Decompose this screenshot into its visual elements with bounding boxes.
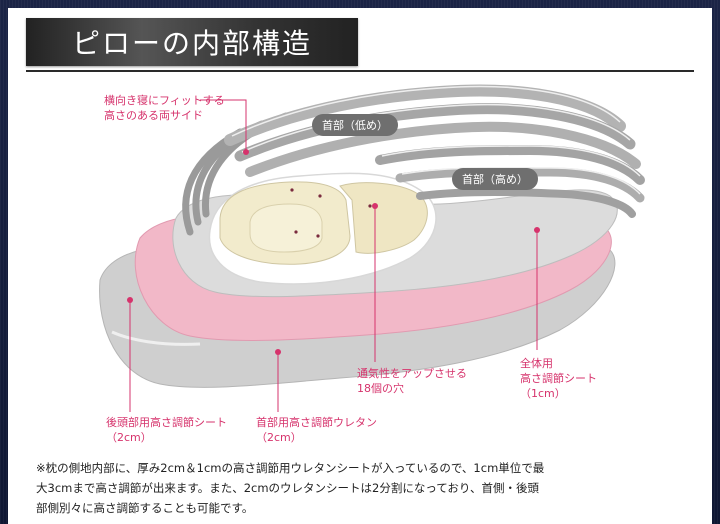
page-title: ピローの内部構造 bbox=[71, 27, 312, 60]
back-label-line1: 後頭部用高さ調節シート bbox=[106, 416, 227, 429]
leader-dots bbox=[127, 149, 540, 355]
side-label-line2: 高さのある両サイド bbox=[104, 109, 203, 122]
overall-label-line3: （1cm） bbox=[520, 387, 566, 400]
back-sheet-label: 後頭部用高さ調節シート （2cm） bbox=[106, 415, 227, 445]
neck-foam-label-line1: 首部用高さ調節ウレタン bbox=[256, 416, 377, 429]
back-label-line2: （2cm） bbox=[106, 431, 152, 444]
side-label-line1: 横向き寝にフィットする bbox=[104, 94, 225, 107]
overall-sheet-label: 全体用 高さ調節シート （1cm） bbox=[520, 356, 597, 401]
neck-foam-label-line2: （2cm） bbox=[256, 431, 302, 444]
neck-high-badge: 首部（高め） bbox=[452, 168, 538, 190]
urethane-foam-core bbox=[219, 181, 428, 265]
top-ribs bbox=[224, 84, 645, 218]
footnote-line1: ※枕の側地内部に、厚み2cm＆1cmの高さ調節用ウレタンシートが入っているので、… bbox=[36, 461, 545, 475]
holes-label: 通気性をアップさせる 18個の穴 bbox=[357, 366, 467, 396]
side-label: 横向き寝にフィットする 高さのある両サイド bbox=[104, 93, 225, 123]
overall-label-line1: 全体用 bbox=[520, 357, 553, 370]
neck-low-badge: 首部（低め） bbox=[312, 114, 398, 136]
footnote: ※枕の側地内部に、厚み2cm＆1cmの高さ調節用ウレタンシートが入っているので、… bbox=[36, 458, 696, 518]
neck-foam-label: 首部用高さ調節ウレタン （2cm） bbox=[256, 415, 377, 445]
title-divider bbox=[26, 70, 694, 72]
overall-label-line2: 高さ調節シート bbox=[520, 372, 597, 385]
rib-highlights bbox=[231, 85, 641, 195]
holes-label-line1: 通気性をアップさせる bbox=[357, 367, 467, 380]
footnote-line2: 大3cmまで高さ調節が出来ます。また、2cmのウレタンシートは2分割になっており… bbox=[36, 481, 539, 495]
leader-lines bbox=[129, 99, 538, 412]
footnote-line3: 部側別々に高さ調節することも可能です。 bbox=[36, 501, 254, 515]
title-banner: ピローの内部構造 bbox=[26, 18, 358, 66]
holes-label-line2: 18個の穴 bbox=[357, 382, 404, 395]
